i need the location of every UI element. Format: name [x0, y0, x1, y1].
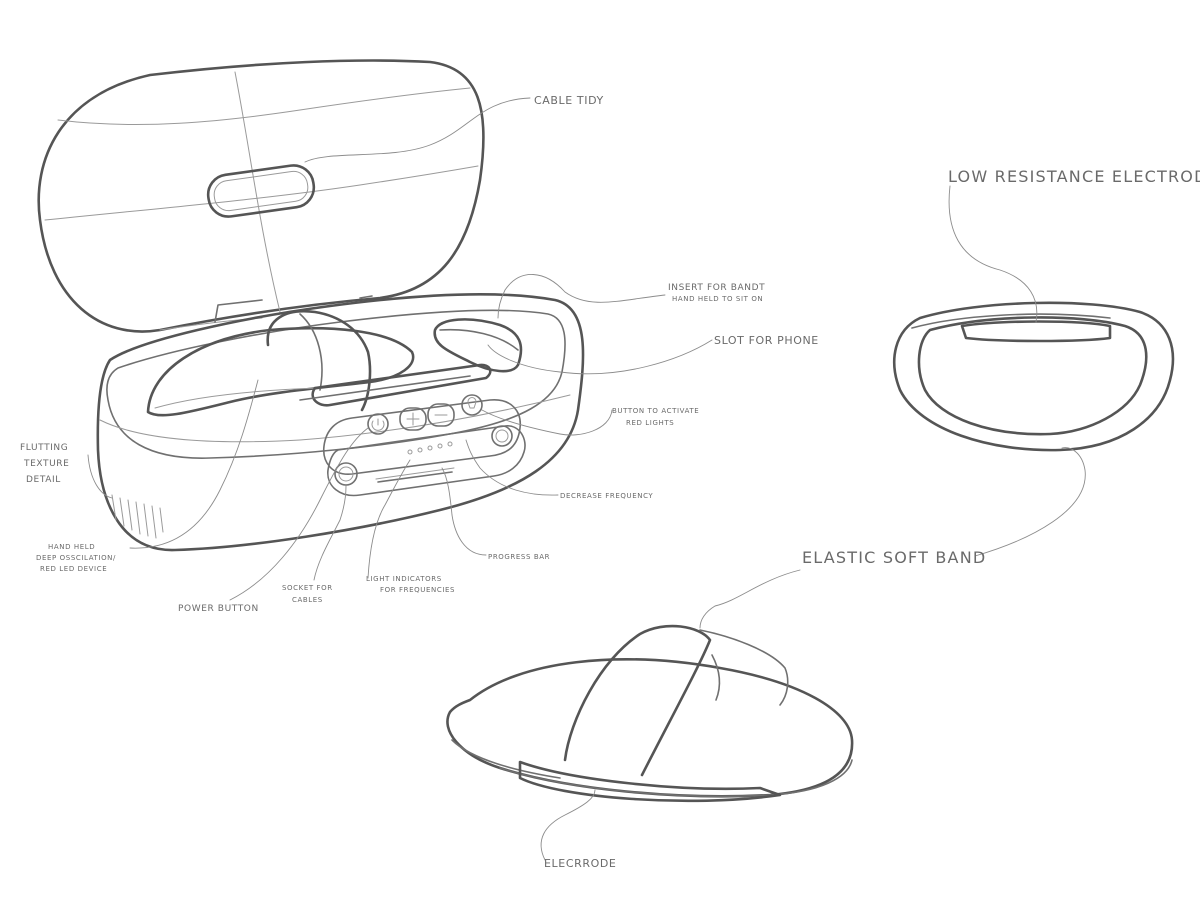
increase-frequency-button[interactable] — [399, 407, 427, 431]
handheld-device — [146, 309, 415, 417]
label-cable-tidy: CABLE TIDY — [534, 94, 604, 107]
label-elastic-soft-band: ELASTIC SOFT BAND — [802, 548, 986, 567]
label-insert-line1: INSERT FOR BANDT — [668, 283, 765, 293]
label-low-resistance-electrode: LOW RESISTANCE ELECTRODE — [948, 167, 1200, 186]
elastic-strap — [563, 624, 789, 777]
label-button-red-line1: BUTTON TO ACTIVATE — [612, 407, 699, 415]
label-electrode: ELECRRODE — [544, 857, 616, 870]
label-button-red-line2: RED LIGHTS — [626, 419, 674, 427]
label-socket-line2: CABLES — [292, 596, 323, 604]
insert-cradle — [433, 318, 523, 373]
red-light-button[interactable] — [461, 394, 483, 416]
label-progress-bar: PROGRESS BAR — [488, 553, 550, 561]
leader-lines — [87, 97, 1086, 861]
label-fluting-line2: TEXTURE — [23, 459, 69, 469]
cable-socket[interactable] — [334, 462, 358, 486]
band-annotations: LOW RESISTANCE ELECTRODE ELASTIC SOFT BA… — [544, 167, 1200, 870]
label-fluting-line1: FLUTTING — [20, 443, 68, 453]
control-panel — [323, 399, 526, 497]
label-insert-line2: HAND HELD TO SIT ON — [672, 295, 763, 303]
decrease-frequency-button[interactable] — [427, 403, 455, 427]
frequency-light-indicators — [407, 441, 453, 455]
label-power-button: POWER BUTTON — [178, 604, 259, 614]
label-light-indicators-line1: LIGHT INDICATORS — [366, 575, 442, 583]
progress-bar — [375, 467, 455, 483]
fluting-texture — [111, 494, 164, 539]
label-fluting-line3: DETAIL — [26, 475, 61, 485]
phone-slot — [299, 363, 492, 407]
label-slot-for-phone: SLOT FOR PHONE — [714, 334, 819, 347]
secondary-socket[interactable] — [491, 425, 513, 447]
case-base — [96, 293, 585, 552]
label-handheld-line2: DEEP OSSCILATION/ — [36, 554, 116, 562]
low-resistance-electrode-pad — [960, 320, 1112, 343]
ring-band — [893, 301, 1175, 452]
case-lid — [37, 59, 485, 333]
label-light-indicators-line2: FOR FREQUENCIES — [380, 586, 455, 594]
label-handheld-line1: HAND HELD — [48, 543, 95, 551]
cable-tidy-slot — [206, 164, 316, 218]
handheld-device-large — [446, 658, 854, 803]
power-button[interactable] — [367, 413, 389, 435]
label-socket-line1: SOCKET FOR — [282, 584, 333, 592]
label-handheld-line3: RED LED DEVICE — [40, 565, 107, 573]
label-decrease-frequency: DECREASE FREQUENCY — [560, 492, 653, 500]
device-annotations: CABLE TIDY INSERT FOR BANDT HAND HELD TO… — [20, 94, 819, 614]
